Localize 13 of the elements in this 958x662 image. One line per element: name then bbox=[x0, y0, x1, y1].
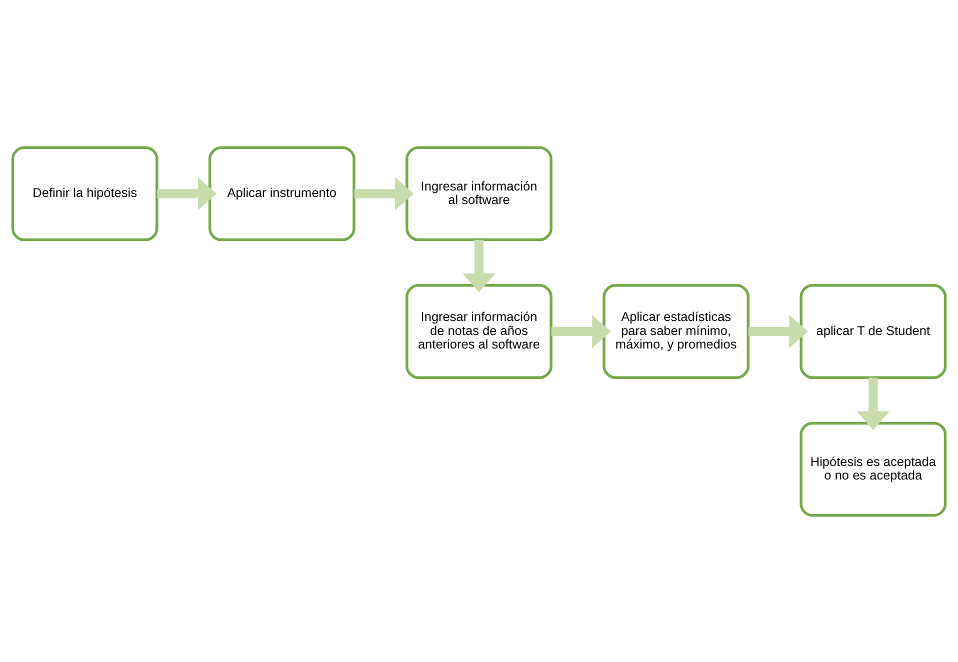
node-box: Ingresar información de notas de años anteriores al software bbox=[406, 284, 552, 378]
node-box: aplicar T de Student bbox=[800, 284, 947, 378]
arrow bbox=[551, 314, 611, 348]
arrow bbox=[354, 176, 414, 210]
node-box: Aplicar estadísticas para saber mínimo, máximo, y promedios bbox=[602, 284, 750, 378]
node-box: Ingresar información al software bbox=[406, 146, 552, 241]
arrow bbox=[856, 377, 890, 430]
node-box: Aplicar instrumento bbox=[208, 146, 356, 241]
arrow bbox=[748, 314, 808, 348]
node-box: Definir la hipótesis bbox=[11, 146, 158, 241]
node-box: Hipótesis es aceptada o no es aceptada bbox=[800, 421, 947, 516]
arrow bbox=[157, 176, 217, 210]
arrow bbox=[462, 239, 496, 292]
